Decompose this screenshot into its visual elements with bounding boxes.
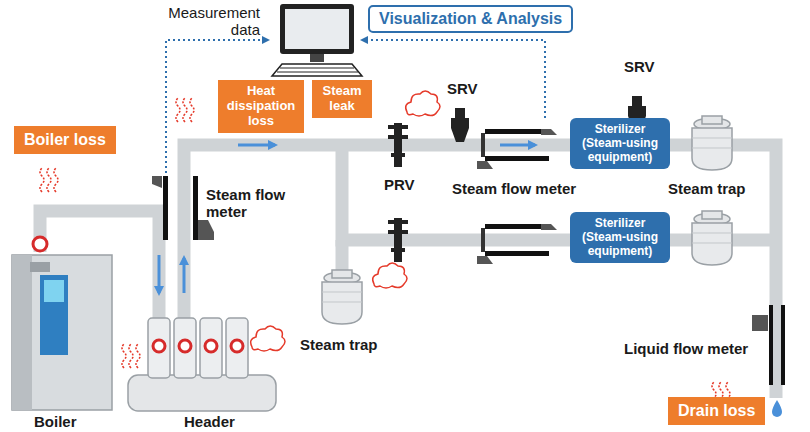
box-text: Boiler loss xyxy=(24,131,106,149)
loss-box: Boiler loss xyxy=(14,126,116,154)
valve-label: PRV xyxy=(384,176,415,193)
meter-label: Steam flow meter xyxy=(452,180,576,197)
signal-label: Measurement data xyxy=(160,4,260,39)
equipment-box: Sterilizer (Steam-using equipment) xyxy=(570,118,670,169)
box-text: Visualization & Analysis xyxy=(379,10,562,28)
valve-label: SRV xyxy=(447,80,478,97)
box-text: Steam leak xyxy=(317,84,367,114)
loss-box: Drain loss xyxy=(668,397,765,425)
part-label: Boiler xyxy=(34,413,77,430)
meter-label: Steam flow meter xyxy=(206,186,298,221)
analysis-box: Visualization & Analysis xyxy=(368,5,573,33)
loss-box: Steam leak xyxy=(312,80,372,118)
box-text: Sterilizer (Steam-using equipment) xyxy=(574,123,666,164)
box-text: Heat dissipation loss xyxy=(223,84,299,129)
part-label: Header xyxy=(184,413,235,430)
trap-label: Steam trap xyxy=(300,336,378,353)
trap-label: Steam trap xyxy=(668,180,746,197)
loss-box: Heat dissipation loss xyxy=(218,80,304,133)
box-text: Sterilizer (Steam-using equipment) xyxy=(574,217,666,258)
meter-label: Liquid flow meter xyxy=(624,340,748,357)
box-text: Drain loss xyxy=(678,402,755,420)
valve-label: SRV xyxy=(624,58,655,75)
equipment-box: Sterilizer (Steam-using equipment) xyxy=(570,212,670,263)
